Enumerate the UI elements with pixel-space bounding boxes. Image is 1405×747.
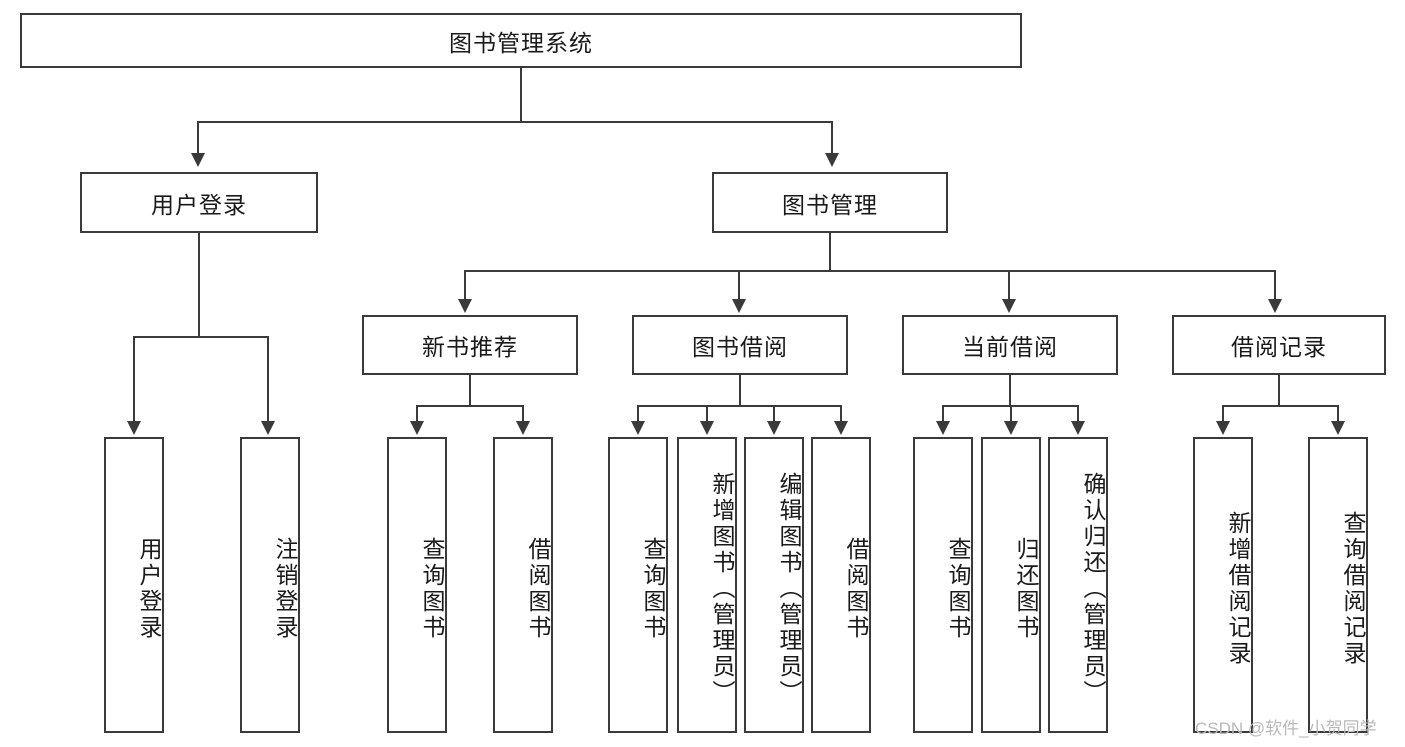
edge-new-book-bus	[416, 405, 524, 407]
arrow-to-book-borrow	[732, 299, 746, 313]
edge-level2-bus	[197, 121, 833, 123]
node-label: 归还图书	[1013, 537, 1039, 641]
leaf-query-book-recommend[interactable]: 查询图书	[387, 437, 447, 733]
edge-to-new-book	[464, 270, 466, 301]
node-label: 图书借阅	[692, 334, 788, 360]
edge-borrow-record-bus	[1222, 405, 1339, 407]
edge-book-borrow-stem	[739, 375, 741, 405]
node-label: 注销登录	[272, 537, 298, 641]
edge-book-borrow-bus	[637, 405, 842, 407]
leaf-add-borrow-record[interactable]: 新增借阅记录	[1193, 437, 1253, 733]
node-label: 查询借阅记录	[1340, 511, 1366, 667]
edge-level3-bus	[464, 270, 1276, 272]
leaf-add-book-admin[interactable]: 新增图书（管理员）	[677, 437, 737, 733]
edge-book-borrow-leaf4	[840, 405, 842, 423]
node-label: 当前借阅	[962, 334, 1058, 360]
node-new-book-recommend[interactable]: 新书推荐	[362, 315, 578, 375]
edge-user-login-stem	[198, 233, 200, 336]
arrow-book-borrow-leaf1	[631, 421, 645, 435]
edge-book-borrow-leaf1	[637, 405, 639, 423]
edge-current-borrow-leaf2	[1010, 405, 1012, 423]
arrow-to-current-borrow	[1002, 299, 1016, 313]
leaf-return-book[interactable]: 归还图书	[981, 437, 1041, 733]
leaf-query-borrow-record[interactable]: 查询借阅记录	[1308, 437, 1368, 733]
edge-to-book-borrow	[738, 270, 740, 301]
edge-current-borrow-stem	[1009, 375, 1011, 405]
leaf-logout[interactable]: 注销登录	[240, 437, 300, 733]
edge-new-book-leaf1	[416, 405, 418, 423]
node-label: 借阅图书	[843, 537, 869, 641]
edge-to-current-borrow	[1008, 270, 1010, 301]
arrow-book-borrow-leaf4	[834, 421, 848, 435]
arrow-to-new-book	[458, 299, 472, 313]
node-label: 查询图书	[945, 537, 971, 641]
arrow-borrow-record-leaf2	[1331, 421, 1345, 435]
leaf-query-book-current[interactable]: 查询图书	[913, 437, 973, 733]
leaf-borrow-book-recommend[interactable]: 借阅图书	[493, 437, 553, 733]
node-label: 用户登录	[151, 191, 247, 218]
node-book-borrow[interactable]: 图书借阅	[632, 315, 848, 375]
node-label: 新增图书（管理员）	[709, 472, 735, 706]
edge-new-book-leaf2	[522, 405, 524, 423]
arrow-new-book-leaf2	[516, 421, 530, 435]
arrow-book-borrow-leaf3	[767, 421, 781, 435]
leaf-confirm-return-admin[interactable]: 确认归还（管理员）	[1048, 437, 1108, 733]
watermark-text: CSDN @软件_小贺同学	[1195, 719, 1377, 738]
arrow-current-borrow-leaf3	[1071, 421, 1085, 435]
node-label: 编辑图书（管理员）	[776, 472, 802, 706]
edge-book-borrow-leaf2	[706, 405, 708, 423]
arrow-book-borrow-leaf2	[700, 421, 714, 435]
edge-to-user-login	[197, 121, 199, 153]
edge-user-login-leaf2	[267, 336, 269, 423]
edge-user-login-leaf1	[133, 336, 135, 423]
node-label: 确认归还（管理员）	[1080, 472, 1106, 706]
arrow-to-user-login	[191, 153, 205, 167]
leaf-edit-book-admin[interactable]: 编辑图书（管理员）	[744, 437, 804, 733]
node-label: 图书管理	[782, 191, 878, 218]
node-user-login[interactable]: 用户登录	[80, 172, 318, 233]
node-book-management[interactable]: 图书管理	[712, 172, 948, 233]
node-label: 借阅记录	[1231, 334, 1327, 360]
edge-user-login-bus	[133, 336, 269, 338]
edge-root-stem	[520, 68, 522, 121]
arrow-new-book-leaf1	[410, 421, 424, 435]
leaf-user-login[interactable]: 用户登录	[104, 437, 164, 733]
leaf-query-book-borrow[interactable]: 查询图书	[608, 437, 668, 733]
node-label: 借阅图书	[525, 537, 551, 641]
csdn-watermark: CSDN @软件_小贺同学	[1195, 714, 1377, 739]
edge-new-book-stem	[469, 375, 471, 405]
node-current-borrow[interactable]: 当前借阅	[902, 315, 1118, 375]
arrow-to-borrow-record	[1268, 299, 1282, 313]
node-label: 图书管理系统	[449, 29, 593, 56]
edge-current-borrow-leaf1	[942, 405, 944, 423]
leaf-borrow-book[interactable]: 借阅图书	[811, 437, 871, 733]
node-label: 查询图书	[640, 537, 666, 641]
edge-to-borrow-record	[1274, 270, 1276, 301]
node-label: 新增借阅记录	[1225, 511, 1251, 667]
node-label: 新书推荐	[422, 334, 518, 360]
node-root-system[interactable]: 图书管理系统	[20, 13, 1022, 68]
edge-book-manage-stem	[829, 233, 831, 270]
arrow-user-login-leaf2	[261, 421, 275, 435]
edge-to-book-manage	[831, 121, 833, 153]
edge-borrow-record-stem	[1278, 375, 1280, 405]
arrow-current-borrow-leaf2	[1004, 421, 1018, 435]
node-borrow-record[interactable]: 借阅记录	[1172, 315, 1386, 375]
arrow-to-book-manage	[825, 153, 839, 167]
edge-borrow-record-leaf2	[1337, 405, 1339, 423]
arrow-user-login-leaf1	[127, 421, 141, 435]
node-label: 查询图书	[419, 537, 445, 641]
edge-book-borrow-leaf3	[773, 405, 775, 423]
node-label: 用户登录	[136, 537, 162, 641]
arrow-current-borrow-leaf1	[936, 421, 950, 435]
edge-borrow-record-leaf1	[1222, 405, 1224, 423]
arrow-borrow-record-leaf1	[1216, 421, 1230, 435]
edge-current-borrow-leaf3	[1077, 405, 1079, 423]
